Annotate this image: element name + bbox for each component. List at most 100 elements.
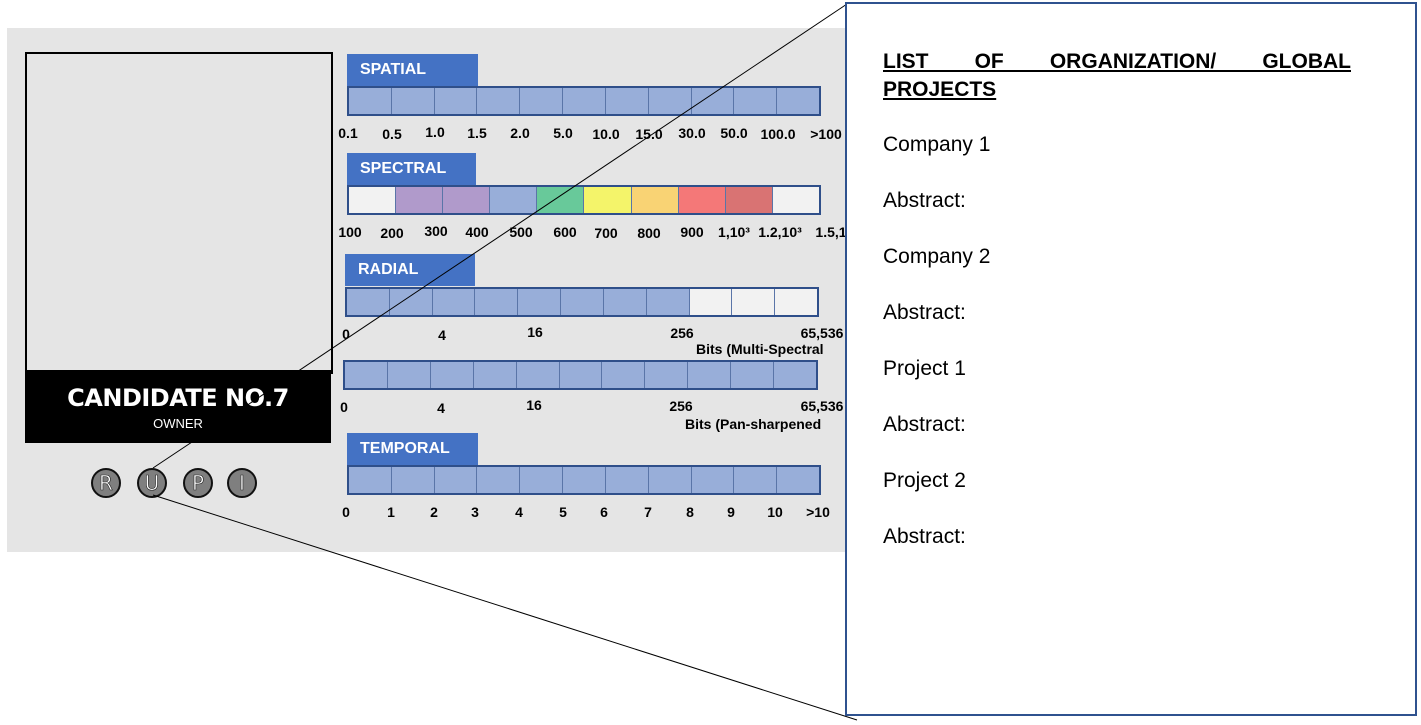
tick-label: 10	[767, 504, 783, 520]
tick-label: 800	[637, 225, 661, 241]
tick-label: 15.0	[635, 126, 663, 142]
radial-tab: RADIAL	[345, 254, 475, 286]
scale-cell	[689, 289, 733, 315]
tick-label: 0	[342, 326, 350, 342]
scale-cell	[603, 289, 647, 315]
tick-label: 400	[465, 224, 489, 240]
scale-cell	[688, 362, 732, 388]
badge-u[interactable]: U	[137, 468, 167, 498]
scale-cell	[777, 88, 819, 114]
scale-cell	[734, 88, 778, 114]
scale-cell	[349, 187, 397, 213]
tick-label: 5	[559, 504, 567, 520]
scale-cell	[691, 88, 735, 114]
connector-line-badge	[152, 403, 250, 469]
scale-cell	[490, 187, 538, 213]
candidate-name: CANDIDATE NO.7	[67, 384, 289, 412]
tick-label: 100.0	[760, 126, 796, 142]
tick-label: 16	[527, 324, 543, 340]
scale-cell	[520, 88, 564, 114]
scale-cell	[645, 362, 689, 388]
tick-label: 1	[387, 504, 395, 520]
project-entry-company-2: Company 2	[883, 245, 991, 268]
scale-cell	[430, 362, 474, 388]
scale-cell	[648, 467, 692, 493]
scale-cell	[563, 88, 606, 114]
tick-label: 300	[424, 223, 448, 239]
project-entry-company-1: Company 1	[883, 133, 991, 156]
badge-i[interactable]: I	[227, 468, 257, 498]
candidate-photo	[25, 52, 333, 374]
tick-label: 0	[342, 504, 350, 520]
scale-cell	[772, 187, 819, 213]
projects-panel: LIST OF ORGANIZATION/ GLOBAL PROJECTS Co…	[845, 2, 1417, 716]
tick-label: 8	[686, 504, 694, 520]
project-entry-abstract: Abstract:	[883, 301, 966, 324]
scale-cell	[725, 187, 773, 213]
scale-cell	[691, 467, 735, 493]
tick-label: 1.0	[425, 124, 445, 140]
candidate-role: OWNER	[153, 416, 203, 431]
tick-label: >100	[810, 126, 842, 142]
tick-label: 9	[727, 504, 735, 520]
scale-cell	[559, 362, 603, 388]
scale-cell	[605, 467, 649, 493]
scale-cell	[516, 362, 560, 388]
project-entry-abstract: Abstract:	[883, 413, 966, 436]
scale-cell	[520, 467, 564, 493]
radial-pan-scale-bar	[343, 360, 818, 390]
tick-label: 200	[380, 225, 404, 241]
project-entry-project-1: Project 1	[883, 357, 966, 380]
tick-label: 0.5	[382, 126, 402, 142]
scale-cell	[389, 289, 433, 315]
scale-cell	[631, 187, 679, 213]
spatial-scale-bar	[347, 86, 821, 116]
scale-cell	[347, 289, 390, 315]
tick-label: 2	[430, 504, 438, 520]
tick-label: 6	[600, 504, 608, 520]
temporal-tab: TEMPORAL	[347, 433, 478, 465]
scale-cell	[678, 187, 726, 213]
tick-label: 7	[644, 504, 652, 520]
tick-label: 1.5,1	[815, 224, 847, 240]
scale-cell	[477, 467, 521, 493]
connector-line-top	[248, 3, 848, 405]
project-entry-project-2: Project 2	[883, 469, 966, 492]
scale-cell	[734, 467, 778, 493]
scale-cell	[605, 88, 649, 114]
scale-cell	[584, 187, 632, 213]
badge-r[interactable]: R	[91, 468, 121, 498]
candidate-namebox: CANDIDATE NO.7 OWNER	[25, 370, 331, 443]
tick-label: 2.0	[510, 125, 530, 141]
scale-cell	[349, 467, 392, 493]
scale-cell	[775, 289, 817, 315]
scale-cell	[731, 362, 775, 388]
scale-cell	[537, 187, 585, 213]
spectral-tab: SPECTRAL	[347, 153, 476, 185]
tick-label: 16	[526, 397, 542, 413]
spectral-scale-bar	[347, 185, 821, 215]
projects-panel-title-line2: PROJECTS	[883, 78, 997, 101]
tick-label: 0	[340, 399, 348, 415]
temporal-scale-bar	[347, 465, 821, 495]
project-entry-abstract: Abstract:	[883, 189, 966, 212]
badge-p[interactable]: P	[183, 468, 213, 498]
tick-label: 1,10³	[718, 224, 750, 240]
tick-label: 600	[553, 224, 577, 240]
tick-label: 500	[509, 224, 533, 240]
scale-cell	[391, 467, 435, 493]
project-entry-abstract: Abstract:	[883, 525, 966, 548]
scale-cell	[477, 88, 521, 114]
scale-cell	[561, 289, 604, 315]
scale-cell	[648, 88, 692, 114]
scale-cell	[434, 467, 478, 493]
scale-cell	[602, 362, 646, 388]
scale-cell	[732, 289, 776, 315]
scale-cell	[345, 362, 388, 388]
tick-label: 65,536	[800, 398, 844, 414]
tick-label: 5.0	[553, 125, 573, 141]
scale-cell	[434, 88, 478, 114]
scale-cell	[473, 362, 517, 388]
tick-label: 4	[515, 504, 523, 520]
